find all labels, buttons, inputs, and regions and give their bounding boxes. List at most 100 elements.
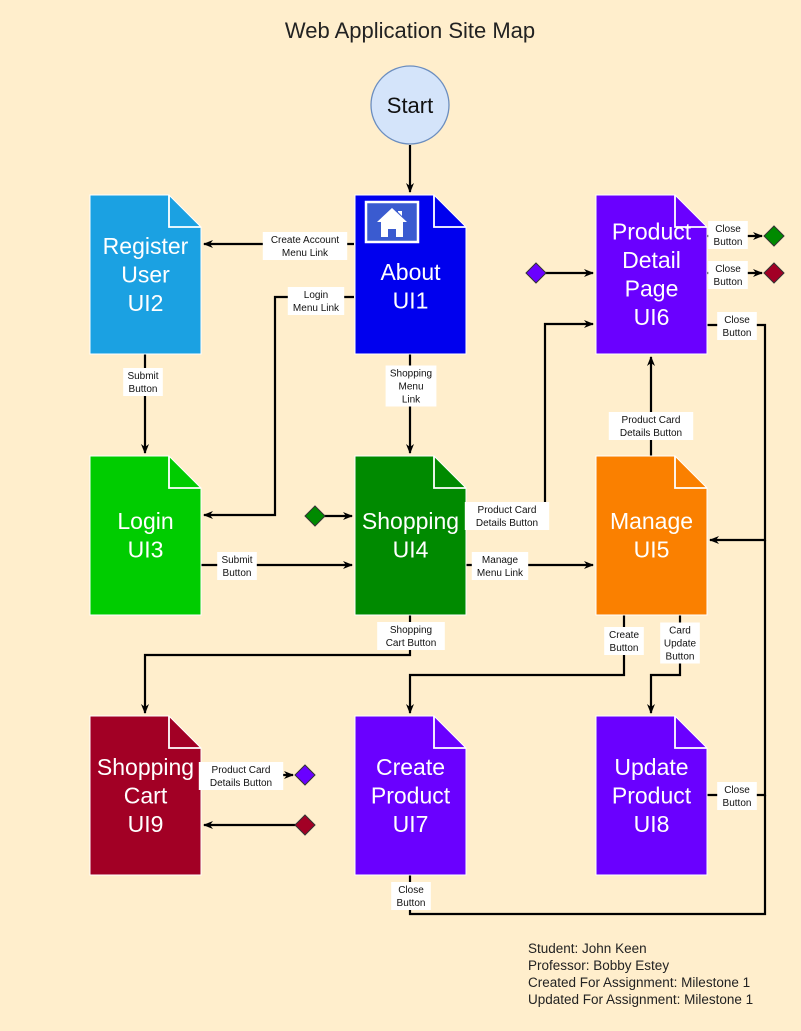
edge-label-text: Create Account xyxy=(271,235,340,246)
page-fold-corner xyxy=(433,195,466,228)
edge-label-background xyxy=(385,365,437,407)
page-node-label: UI5 xyxy=(634,537,670,563)
page-node-label: Create xyxy=(376,754,445,780)
page-node-label: UI1 xyxy=(393,288,429,314)
page-fold-corner xyxy=(168,195,201,228)
diamond-marker-purple-detail xyxy=(525,262,547,284)
nodes-layer: StartAboutUI1RegisterUserUI2LoginUI3Shop… xyxy=(89,65,708,876)
edge-label-text: Close xyxy=(724,785,750,796)
edge-label-background xyxy=(708,221,748,249)
edge-label-text: Details Button xyxy=(620,428,682,439)
page-node-label: UI6 xyxy=(634,304,670,330)
edge-label-text: Details Button xyxy=(476,518,538,529)
page-node-shape xyxy=(89,194,202,355)
edge-label-background xyxy=(717,312,757,340)
footer-student: Student: John Keen xyxy=(528,941,647,956)
edge-label-background xyxy=(717,782,757,810)
edge-update-close xyxy=(707,540,767,797)
page-node-shape xyxy=(595,194,708,355)
edge-shopping-detail xyxy=(466,320,594,517)
page-node-label: Cart xyxy=(124,782,168,808)
page-fold-corner xyxy=(433,716,466,749)
edge-detail-close-return xyxy=(707,323,767,544)
page-node-label: Shopping xyxy=(97,754,194,780)
footer-credits: Student: John Keen Professor: Bobby Este… xyxy=(528,940,753,1008)
page-fold-corner xyxy=(674,195,707,228)
footer-updated: Updated For Assignment: Milestone 1 xyxy=(528,992,754,1007)
edge-label-background xyxy=(217,552,257,580)
page-fold-corner xyxy=(674,456,707,489)
page-node-label: Login xyxy=(117,508,173,534)
edge-label-background xyxy=(660,622,700,664)
edge-label-text: Button xyxy=(723,798,752,809)
diamond-marker-red-cart xyxy=(294,814,316,836)
page-fold-corner xyxy=(168,716,201,749)
page-node-label: About xyxy=(380,259,441,285)
edge-label-text: Button xyxy=(397,898,426,909)
footer-professor: Professor: Bobby Estey xyxy=(528,958,670,973)
edge-label-text: Button xyxy=(714,237,743,248)
edge-label-text: Close xyxy=(724,315,750,326)
edge-label-text: Menu Link xyxy=(282,248,329,259)
edge-label-background xyxy=(287,287,345,315)
page-node-shape xyxy=(595,455,708,616)
edge-label-text: Menu Link xyxy=(477,568,524,579)
page-node-label: UI8 xyxy=(634,811,670,837)
page-node-shape xyxy=(595,715,708,876)
edge-label-background xyxy=(604,627,644,655)
edge-label-background xyxy=(708,261,748,289)
page-node-label: Shopping xyxy=(362,508,459,534)
page-node-label: Register xyxy=(103,233,189,259)
page-node-shape xyxy=(354,715,467,876)
edge-label-text: Button xyxy=(610,643,639,654)
diamond-marker-green-shopping xyxy=(304,505,326,527)
page-node-shape xyxy=(89,715,202,876)
edge-label-text: Close xyxy=(398,885,424,896)
page-node-label: Product xyxy=(612,782,692,808)
page-node-shape xyxy=(89,455,202,616)
edge-label-background xyxy=(377,622,445,650)
page-node-label: Product xyxy=(612,219,692,245)
page-fold-corner xyxy=(674,716,707,749)
diagram-title: Web Application Site Map xyxy=(285,18,535,43)
edge-shopping-cart xyxy=(141,615,412,714)
page-node-label: User xyxy=(121,261,170,287)
edge-label-text: Close xyxy=(715,224,741,235)
edge-label-background xyxy=(471,552,529,580)
edge-label-text: Product Card xyxy=(622,415,681,426)
page-node-label: UI7 xyxy=(393,811,429,837)
diamond-marker-red-close xyxy=(763,262,785,284)
page-node-label: Update xyxy=(614,754,688,780)
edge-label-background xyxy=(391,882,431,910)
edge-label-text: Login xyxy=(304,290,328,301)
edge-label-text: Button xyxy=(666,652,695,663)
edge-label-text: Shopping xyxy=(390,625,432,636)
edge-label-text: Shopping xyxy=(390,369,432,380)
page-node-label: UI3 xyxy=(128,537,164,563)
edge-label-text: Card xyxy=(669,626,691,637)
edge-label-background xyxy=(608,412,694,440)
edge-label-text: Submit xyxy=(221,555,252,566)
edge-label-text: Cart Button xyxy=(386,638,437,649)
page-node-shape xyxy=(354,455,467,616)
start-circle xyxy=(370,65,450,145)
page-node-label: Manage xyxy=(610,508,693,534)
